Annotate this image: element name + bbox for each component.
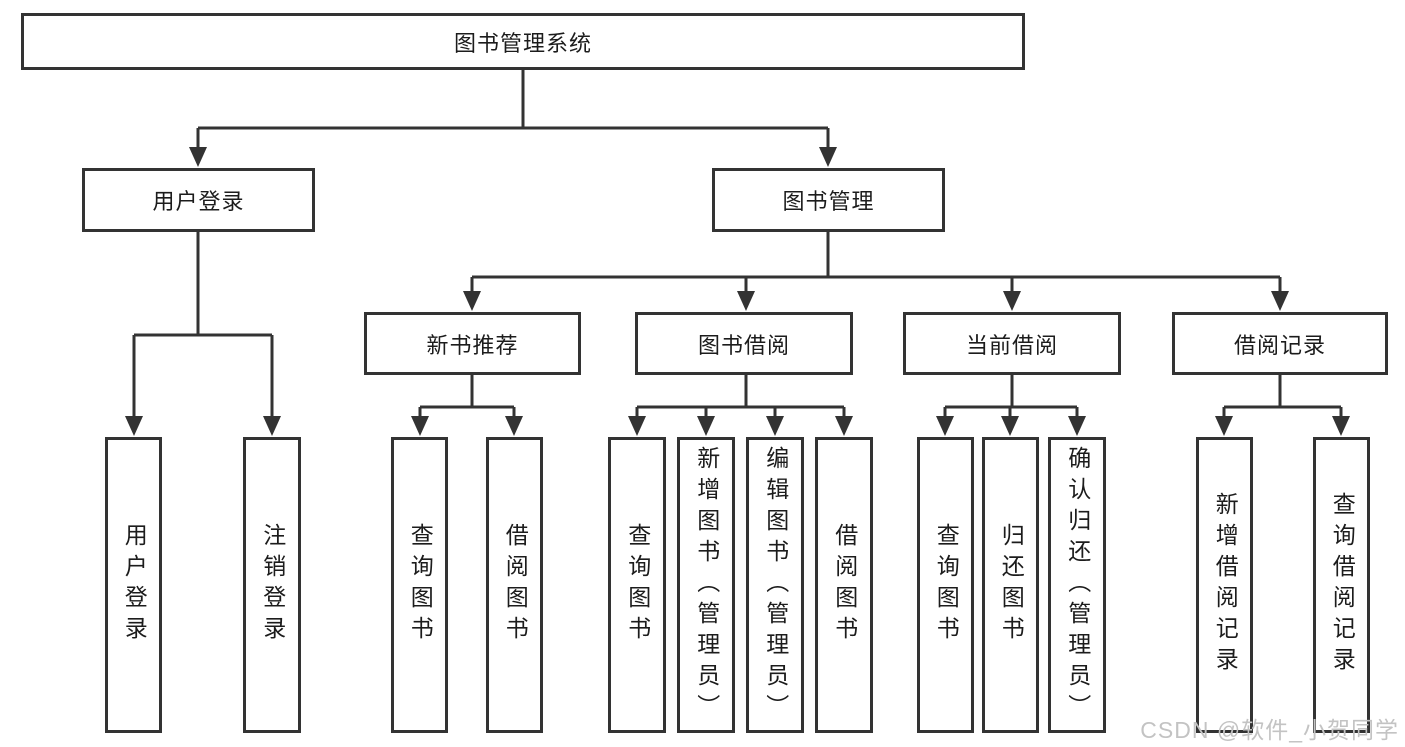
csdn-watermark: CSDN @软件_小贺同学 xyxy=(1140,717,1399,743)
arrowheads xyxy=(125,147,1350,436)
leaf-return-books: 归还图书 xyxy=(982,437,1039,733)
node-borrowing-records: 借阅记录 xyxy=(1172,312,1388,375)
leaf-label: 归还图书 xyxy=(998,523,1025,647)
leaf-label: 查询图书 xyxy=(624,523,651,647)
leaf-user-login: 用户登录 xyxy=(105,437,162,733)
leaf-label: 用户登录 xyxy=(121,523,148,647)
leaf-edit-books-admin: 编辑图书（管理员） xyxy=(746,437,804,733)
node-book-borrowing: 图书借阅 xyxy=(635,312,853,375)
leaf-borrow-books-recommend: 借阅图书 xyxy=(486,437,543,733)
leaf-label: 借阅图书 xyxy=(502,523,529,647)
leaf-label: 查询借阅记录 xyxy=(1329,492,1356,678)
node-library-management-system: 图书管理系统 xyxy=(21,13,1025,70)
leaf-add-books-admin: 新增图书（管理员） xyxy=(677,437,735,733)
leaf-label: 借阅图书 xyxy=(831,523,858,647)
leaf-label: 新增借阅记录 xyxy=(1212,492,1239,678)
leaf-label: 注销登录 xyxy=(259,523,286,647)
leaf-confirm-return-admin: 确认归还（管理员） xyxy=(1048,437,1106,733)
leaf-query-books-borrow: 查询图书 xyxy=(608,437,666,733)
leaf-query-books-recommend: 查询图书 xyxy=(391,437,448,733)
leaf-add-borrow-record: 新增借阅记录 xyxy=(1196,437,1253,733)
leaf-query-borrow-record: 查询借阅记录 xyxy=(1313,437,1370,733)
leaf-label: 新增图书（管理员） xyxy=(693,445,720,725)
node-new-book-recommendation: 新书推荐 xyxy=(364,312,581,375)
leaf-borrow-books: 借阅图书 xyxy=(815,437,873,733)
leaf-label: 编辑图书（管理员） xyxy=(762,445,789,725)
leaf-label: 查询图书 xyxy=(933,523,960,647)
leaf-query-books-current: 查询图书 xyxy=(917,437,974,733)
leaf-logout: 注销登录 xyxy=(243,437,301,733)
node-current-borrowing: 当前借阅 xyxy=(903,312,1121,375)
node-user-login: 用户登录 xyxy=(82,168,315,232)
leaf-label: 确认归还（管理员） xyxy=(1064,445,1091,725)
node-book-management: 图书管理 xyxy=(712,168,945,232)
leaf-label: 查询图书 xyxy=(407,523,434,647)
